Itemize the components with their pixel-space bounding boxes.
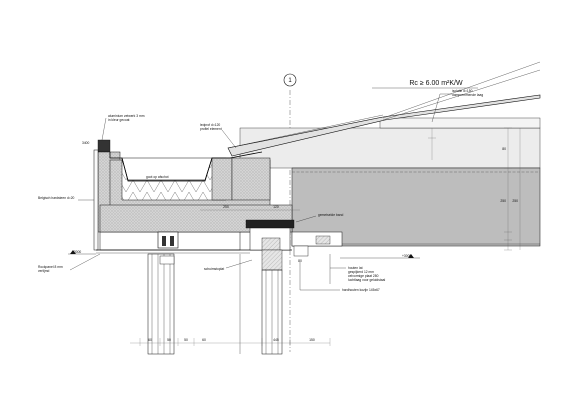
dim-small-1: 80	[298, 259, 302, 263]
dim-bottom-5: 445	[273, 338, 279, 342]
dim-bottom-4: 60	[202, 338, 206, 342]
bottom-dimensions: 60 50 50 60 445 150	[130, 338, 331, 346]
dim-mid-1: 250	[223, 205, 229, 209]
roof-insulation-block	[239, 117, 541, 247]
axis-label: 1	[288, 78, 292, 84]
label-aluminium: aluminium zetwerk 3 mm	[108, 114, 145, 118]
level-3400: 3400	[82, 141, 90, 145]
level-markers: +3000 +3000 3400	[68, 141, 420, 259]
label-ledprof: ledprof d=120	[200, 123, 220, 127]
label-goot: goot op afschot	[146, 175, 169, 179]
label-lintel-sub: verlijmd	[38, 269, 50, 273]
label-detail-1: houten lat	[348, 266, 363, 270]
label-detail-3: celvormige plaat 280	[348, 274, 379, 278]
rc-value: Rc ≥ 6.00 m²K/W	[409, 80, 463, 87]
columns	[147, 253, 283, 355]
label-lintel: Rockpanel 8 mm	[38, 265, 63, 269]
dim-right-2: 250	[500, 199, 506, 203]
label-ledprof-sub: profiel element	[200, 127, 222, 131]
label-schuifraam: schuimstoplat	[204, 267, 224, 271]
annotations: Rc ≥ 6.00 m²K/W isolatie d=150 dampremme…	[38, 80, 483, 292]
right-dimensions: 80 250 250	[428, 127, 521, 251]
dim-bottom-6: 150	[309, 338, 315, 342]
label-detail-2: gespijkerd 12 mm	[348, 270, 374, 274]
label-aluminium-sub: in kleur gecoat	[108, 118, 130, 122]
sloped-roof-plate	[227, 61, 541, 157]
window-frame-detail	[245, 219, 343, 271]
dim-mid-2: 120	[273, 205, 279, 209]
level-left: +3000	[72, 250, 81, 254]
level-right: +3000	[402, 254, 411, 258]
label-hardhout: hardhouten kozijn 145x67	[342, 288, 380, 292]
label-gevel: Belgisch hardsteen d=20	[38, 196, 75, 200]
parapet-gutter	[93, 139, 293, 254]
label-gemaal: gemetselde band	[318, 213, 343, 217]
middle-dimensions: 250 120 80	[200, 205, 302, 263]
dim-right-3: 250	[512, 199, 518, 203]
dim-bottom-3: 50	[184, 338, 188, 342]
label-isolatie: isolatie d=150	[452, 89, 473, 93]
label-detail-4: luchtlaag voor geluidstaal	[348, 278, 385, 282]
dim-bottom-1: 60	[148, 338, 152, 342]
dim-right-1: 80	[502, 147, 506, 151]
label-isolatie-sub: dampremmende laag	[452, 93, 483, 97]
dim-bottom-2: 50	[167, 338, 171, 342]
